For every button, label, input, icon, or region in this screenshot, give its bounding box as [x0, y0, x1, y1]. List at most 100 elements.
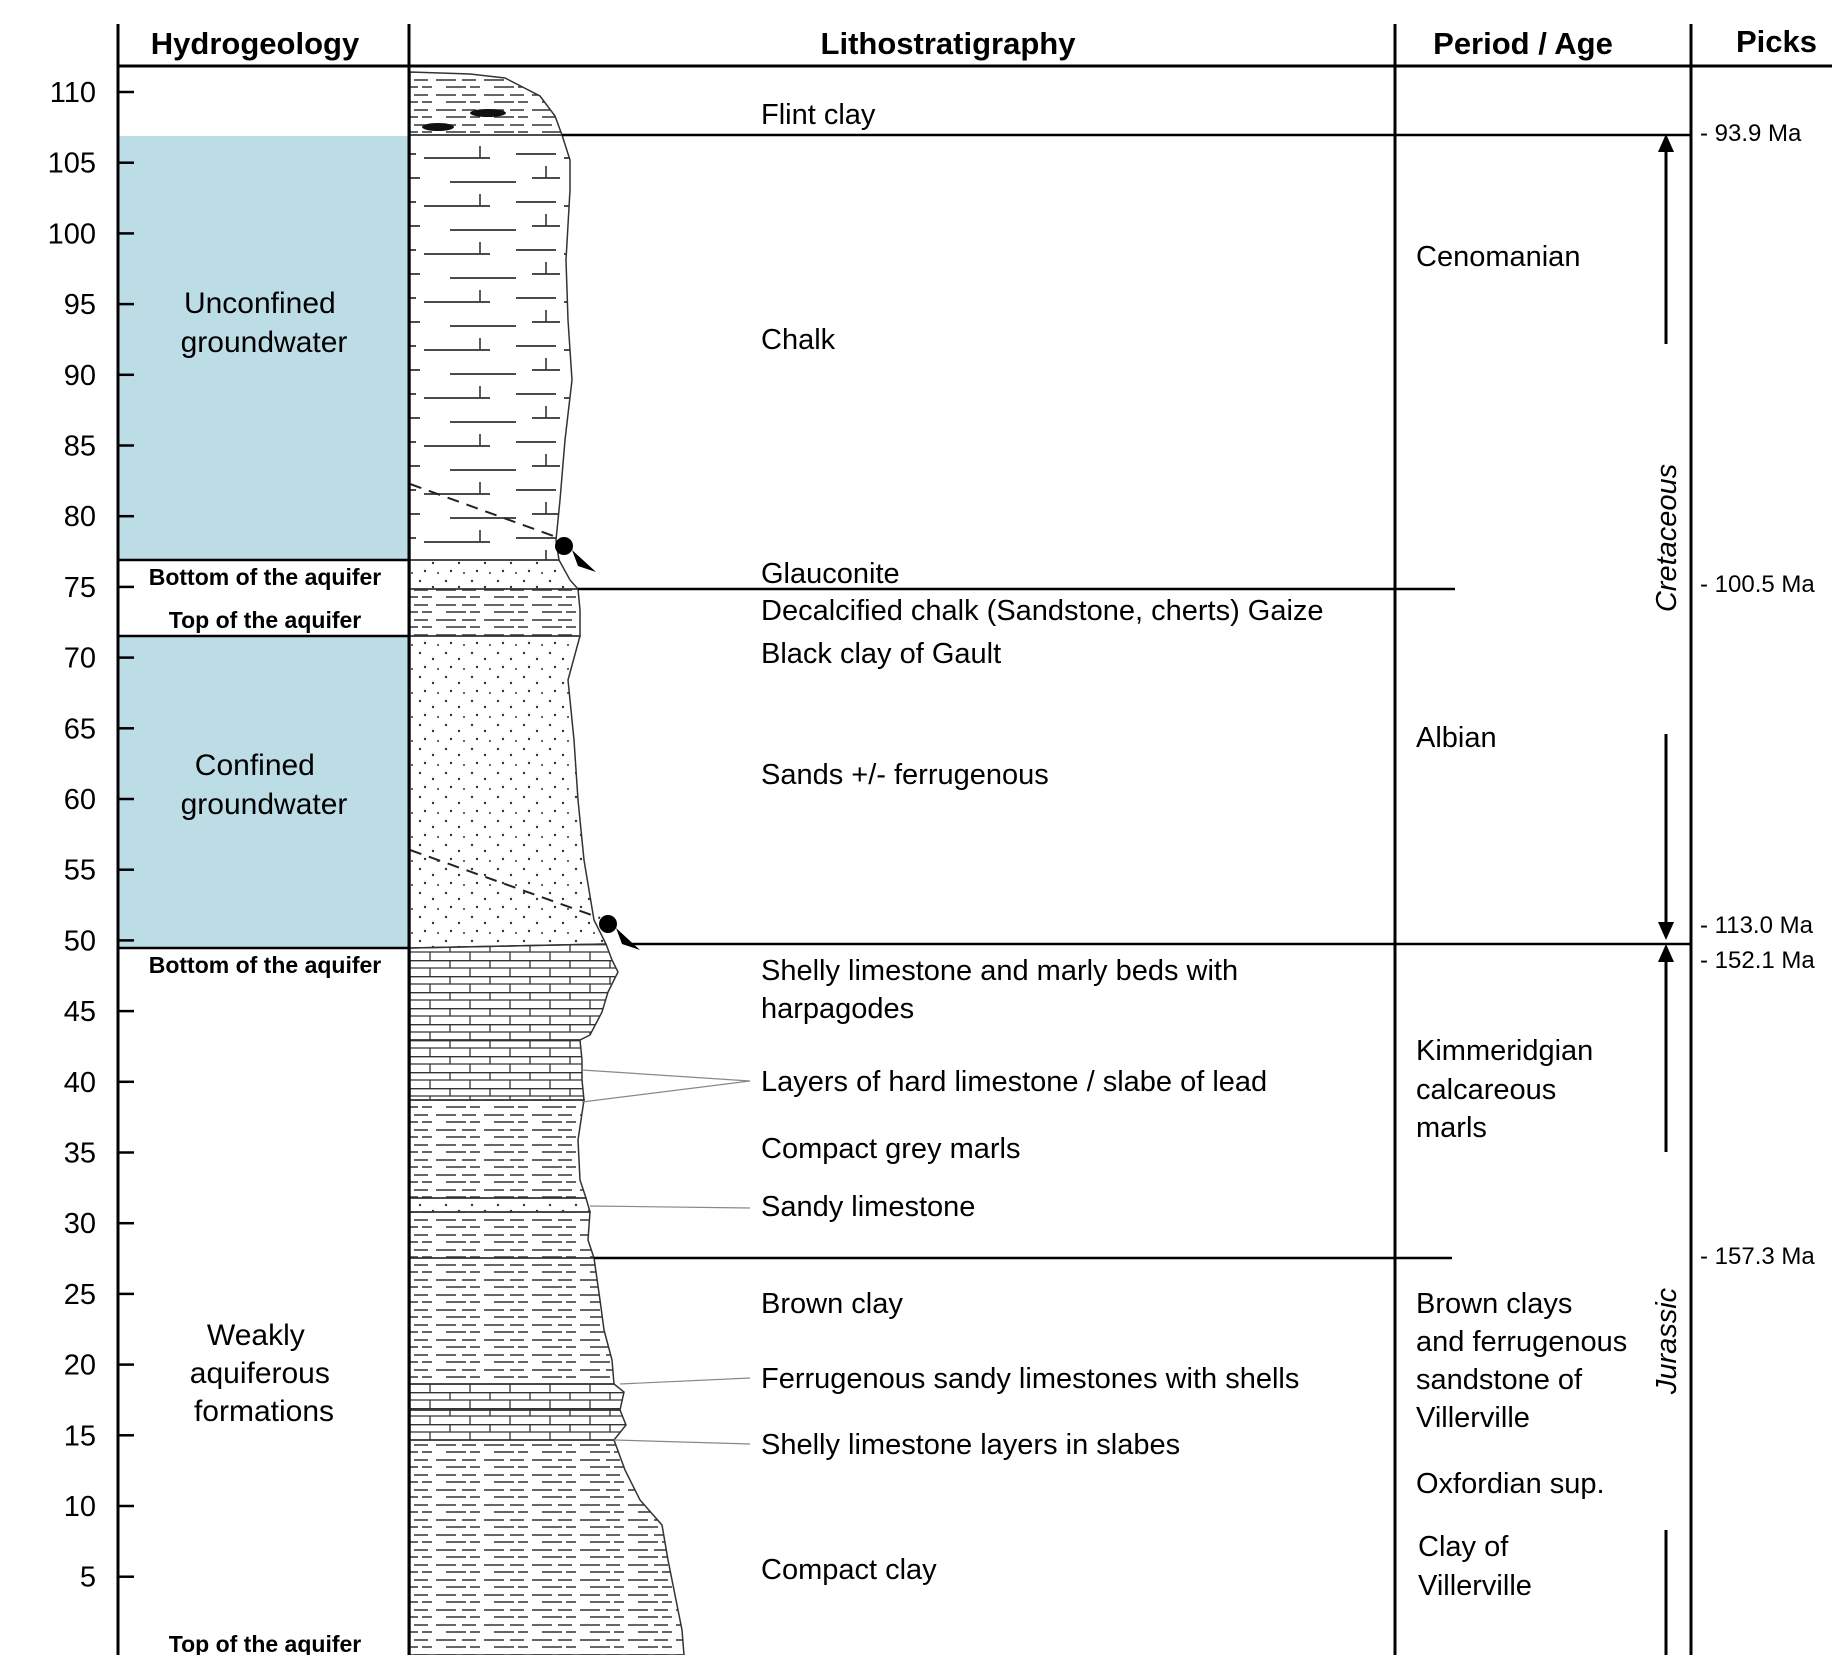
depth-tick-label: 40 — [64, 1067, 96, 1099]
leader-lines — [581, 1069, 751, 1445]
pick-152-1: - 152.1 Ma — [1700, 947, 1815, 974]
marl-layer — [409, 1211, 596, 1259]
age-albian: Albian — [1416, 722, 1497, 754]
depth-tick-label: 25 — [64, 1279, 96, 1311]
depth-tick-label: 105 — [48, 148, 96, 180]
shelly-limestone-layer — [409, 943, 619, 1041]
unconfined-label: Unconfined groundwater — [181, 287, 348, 359]
aquifer-bottom-1: Bottom of the aquifer — [149, 564, 382, 590]
age-kimmeridgian-line-2: calcareous — [1416, 1074, 1556, 1106]
boundaries — [118, 133, 1691, 1260]
shelly-slabs-layer — [409, 1409, 627, 1441]
depth-tick-label: 35 — [64, 1138, 96, 1170]
unconfined-fill — [118, 136, 409, 560]
lith-sands: Sands +/- ferrugenous — [761, 759, 1049, 791]
depth-tick-label: 5 — [80, 1562, 96, 1594]
pick-113-0: - 113.0 Ma — [1700, 912, 1814, 939]
aquifer-top-2: Top of the aquifer — [169, 1631, 362, 1655]
weakly-line-2: aquiferous — [190, 1357, 330, 1390]
era-arrows — [1658, 134, 1674, 1655]
lith-glauconite: Glauconite — [761, 558, 900, 590]
unconfined-line-1: Unconfined — [184, 287, 336, 320]
flint-nodule — [422, 123, 454, 131]
weakly-line-1: Weakly — [207, 1319, 305, 1352]
age-clay-villerville-line-2: Villerville — [1418, 1570, 1532, 1602]
depth-tick-label: 55 — [64, 855, 96, 887]
aquifer-bottom-2: Bottom of the aquifer — [149, 952, 382, 978]
flint-nodule — [470, 109, 506, 117]
depth-tick-label: 95 — [64, 289, 96, 321]
confined-line-1: Confined — [195, 749, 315, 782]
unconfined-line-2: groundwater — [181, 326, 348, 359]
weakly-label: Weakly aquiferous formations — [190, 1319, 338, 1428]
lith-shelly-layers: Shelly limestone layers in slabes — [761, 1429, 1180, 1461]
depth-tick-label: 50 — [64, 925, 96, 957]
unconformity-markers — [409, 483, 640, 950]
era-cretaceous: Cretaceous — [1651, 464, 1683, 612]
header-picks: Picks — [1736, 24, 1817, 59]
age-brown-clays-line-3: sandstone of — [1416, 1364, 1583, 1396]
depth-tick-label: 110 — [50, 77, 96, 109]
brown-clay-layer — [409, 1257, 615, 1385]
header-lithostratigraphy: Lithostratigraphy — [821, 26, 1077, 61]
depth-tick-label: 80 — [64, 501, 96, 533]
lith-chalk: Chalk — [761, 324, 836, 356]
hard-limestone-layer — [409, 1039, 585, 1101]
age-oxfordian: Oxfordian sup. — [1416, 1468, 1605, 1500]
lith-shelly-line-2: harpagodes — [761, 993, 914, 1025]
age-kimmeridgian-line-3: marls — [1416, 1112, 1487, 1144]
depth-tick-label: 20 — [64, 1350, 96, 1382]
lith-shelly-line-1: Shelly limestone and marly beds with — [761, 955, 1238, 987]
age-kimmeridgian-line-1: Kimmeridgian — [1416, 1035, 1593, 1067]
aquifer-top-1: Top of the aquifer — [169, 607, 362, 633]
lith-compact-clay: Compact clay — [761, 1554, 937, 1586]
sands-layer — [409, 635, 608, 949]
ferrugenous-limestone-layer — [409, 1383, 625, 1411]
age-cenomanian: Cenomanian — [1416, 241, 1580, 273]
pick-100-5: - 100.5 Ma — [1700, 571, 1815, 598]
age-brown-clays-line-4: Villerville — [1416, 1402, 1530, 1434]
lith-gault: Black clay of Gault — [761, 638, 1001, 670]
age-brown-clays: Brown clays and ferrugenous sandstone of… — [1416, 1288, 1635, 1434]
depth-tick-label: 15 — [64, 1420, 96, 1452]
depth-tick-label: 60 — [64, 784, 96, 816]
pick-157-3: - 157.3 Ma — [1700, 1243, 1815, 1270]
lith-grey-marls: Compact grey marls — [761, 1133, 1020, 1165]
lith-ferrugenous: Ferrugenous sandy limestones with shells — [761, 1363, 1299, 1395]
sandy-limestone-layer — [409, 1197, 591, 1213]
age-clay-villerville-line-1: Clay of — [1418, 1531, 1509, 1563]
depth-tick-label: 90 — [64, 360, 96, 392]
age-brown-clays-line-2: and ferrugenous — [1416, 1326, 1627, 1358]
confined-label: Confined groundwater — [181, 749, 348, 821]
depth-tick-label: 10 — [64, 1491, 96, 1523]
gaize-layer — [409, 588, 581, 637]
lith-hard-limestone: Layers of hard limestone / slabe of lead — [761, 1066, 1267, 1098]
lith-brown-clay: Brown clay — [761, 1288, 903, 1320]
depth-tick-label: 45 — [64, 996, 96, 1028]
frame — [116, 24, 1832, 1655]
age-kimmeridgian: Kimmeridgian calcareous marls — [1416, 1035, 1601, 1144]
depth-axis: 1101051009590858075706560555045403530252… — [48, 77, 134, 1594]
pick-93-9: - 93.9 Ma — [1700, 120, 1802, 147]
depth-tick-label: 65 — [64, 713, 96, 745]
lith-sandy-limestone: Sandy limestone — [761, 1191, 975, 1223]
depth-tick-label: 30 — [64, 1208, 96, 1240]
glauconite-layer — [409, 559, 580, 590]
lithology-column — [409, 71, 685, 1655]
weakly-line-3: formations — [194, 1395, 334, 1428]
lith-gaize: Decalcified chalk (Sandstone, cherts) Ga… — [761, 595, 1324, 627]
confined-line-2: groundwater — [181, 788, 348, 821]
depth-tick-label: 75 — [64, 572, 96, 604]
header-period-age: Period / Age — [1433, 26, 1613, 61]
lith-shelly-limestone: Shelly limestone and marly beds with har… — [761, 955, 1246, 1025]
age-brown-clays-line-1: Brown clays — [1416, 1288, 1572, 1320]
age-clay-villerville: Clay of Villerville — [1418, 1531, 1532, 1602]
depth-tick-label: 100 — [48, 218, 96, 250]
lith-flint-clay: Flint clay — [761, 99, 876, 131]
header-hydrogeology: Hydrogeology — [151, 26, 360, 61]
confined-fill — [118, 636, 409, 948]
grey-marls-layer — [409, 1099, 588, 1199]
depth-tick-label: 70 — [64, 643, 96, 675]
chalk-layer — [409, 134, 573, 561]
